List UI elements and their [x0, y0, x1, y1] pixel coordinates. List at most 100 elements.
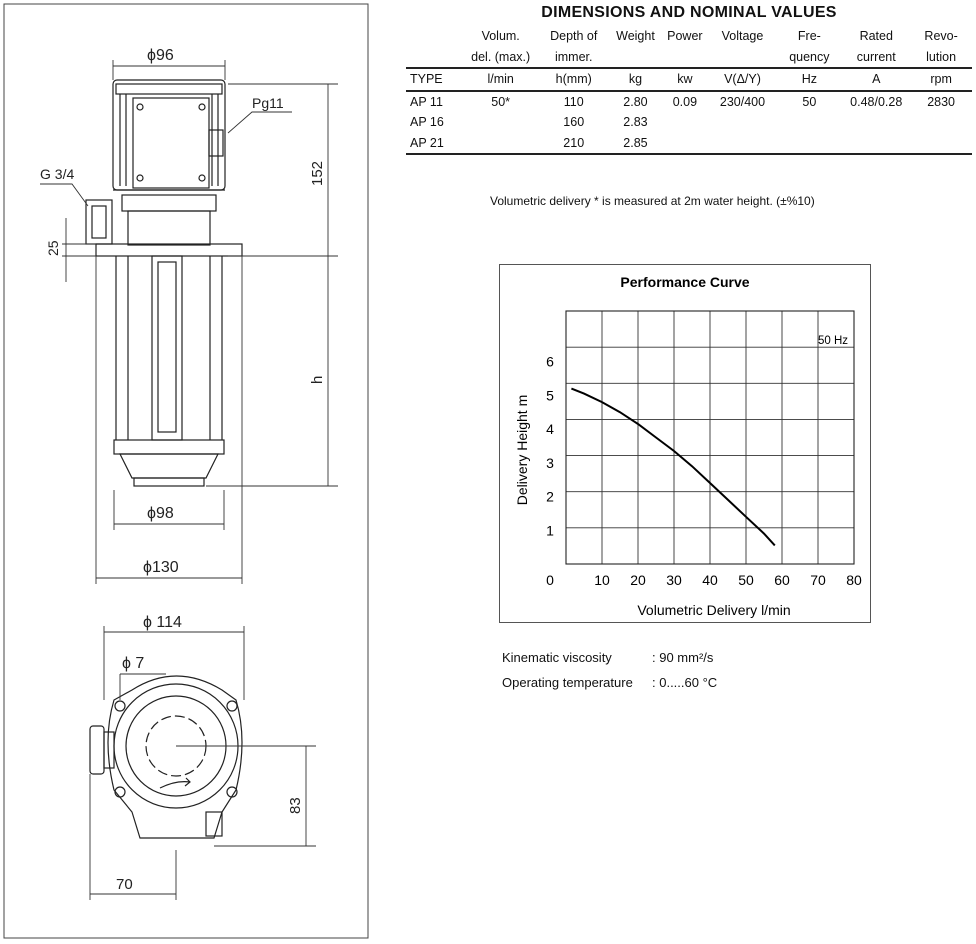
table-cell: kw — [661, 67, 709, 92]
property-value: : 90 mm²/s — [652, 650, 714, 665]
table-cell: del. (max.) — [471, 49, 531, 64]
table-cell: kg — [609, 67, 662, 92]
table-cell — [842, 112, 910, 133]
table-cell: Hz — [776, 67, 843, 92]
table-cell: V(Δ/Y) — [708, 67, 777, 92]
table-cell: current — [856, 49, 896, 64]
table-cell: 2830 — [927, 94, 955, 109]
chart-series-line — [571, 387, 776, 547]
chart-y-tick-label: 3 — [546, 455, 554, 471]
table-cell — [910, 132, 972, 155]
chart-y-tick-label: 2 — [546, 489, 554, 505]
table-cell: 210 — [537, 132, 610, 155]
pump-side-view — [85, 79, 243, 487]
table-cell: 50 — [802, 94, 817, 109]
table-cell — [776, 132, 843, 155]
table-cell — [709, 112, 777, 133]
label-83: 83 — [287, 797, 304, 814]
drawing-labels: ϕ96 Pg11 G 3/4 152 25 h ϕ98 ϕ130 ϕ 114 ϕ… — [40, 47, 326, 893]
table-cell — [708, 132, 777, 155]
chart-x-tick-label: 50 — [738, 572, 754, 588]
table-cell: TYPE — [406, 67, 464, 92]
table-cell: 0.48/0.28 — [850, 94, 903, 109]
chart-x-tick-label: 10 — [594, 572, 610, 588]
table-cell — [406, 47, 464, 69]
table-cell — [610, 47, 661, 69]
label-70: 70 — [116, 876, 133, 893]
chart-x-tick-label: 80 — [846, 572, 862, 588]
chart-annotation: 50 Hz — [818, 335, 848, 347]
chart-y-tick-label: 1 — [546, 522, 554, 538]
chart-x-tick-label: 60 — [774, 572, 790, 588]
property-label: Kinematic viscosity — [502, 650, 612, 665]
table-cell: AP 11 — [410, 94, 443, 109]
chart-x-tick-label: 0 — [546, 572, 554, 588]
table-cell — [661, 132, 709, 155]
table-cell: AP 21 — [406, 132, 464, 155]
table-header-row: del. (max.) immer. quency current lution — [406, 47, 972, 69]
label-d98: ϕ98 — [147, 505, 174, 522]
property-viscosity: Kinematic viscosity : 90 mm²/s — [502, 650, 713, 665]
chart-x-tick-label: 40 — [702, 572, 718, 588]
technical-drawing: ϕ96 Pg11 G 3/4 152 25 h ϕ98 ϕ130 ϕ 114 ϕ… — [3, 3, 369, 939]
table-cell — [776, 112, 842, 133]
table-cell: 2.85 — [609, 132, 662, 155]
table-cell — [661, 47, 708, 69]
table-cell — [842, 132, 911, 155]
table-cell: Fre- — [797, 29, 821, 44]
label-g34: G 3/4 — [40, 166, 74, 182]
label-152: 152 — [309, 161, 326, 186]
table-cell: 160 — [563, 115, 585, 130]
chart-y-tick-label: 6 — [546, 354, 554, 370]
table-cell: Revo- — [924, 29, 958, 44]
chart-x-tick-label: 30 — [666, 572, 682, 588]
table-cell: h(mm) — [537, 67, 610, 92]
table-cell — [910, 112, 972, 133]
table-cell: Voltage — [721, 29, 764, 44]
table-cell: Power — [667, 29, 703, 44]
table-cell: Volum. — [481, 29, 520, 44]
delivery-note: Volumetric delivery * is measured at 2m … — [490, 194, 815, 208]
label-d130: ϕ130 — [143, 559, 179, 576]
table-cell: Weight — [616, 29, 655, 44]
table-cell: quency — [789, 49, 830, 64]
table-cell: 2.80 — [623, 94, 648, 109]
chart-y-tick-label: 4 — [546, 421, 554, 437]
label-d96: ϕ96 — [147, 47, 174, 64]
specs-title: DIMENSIONS AND NOMINAL VALUES — [541, 4, 837, 21]
table-cell: immer. — [554, 49, 593, 64]
property-value: : 0.....60 °C — [652, 675, 718, 690]
table-cell: Depth of — [550, 29, 598, 44]
table-cell — [464, 112, 538, 133]
table-cell: l/min — [463, 67, 538, 92]
chart-y-tick-label: 5 — [546, 387, 554, 403]
spec-table: Volum. Depth of Weight Power Voltage Fre- Rate… — [406, 26, 972, 155]
pump-top-view — [89, 675, 243, 839]
dimension-lines-top — [89, 626, 316, 900]
table-cell: Rated — [859, 29, 893, 44]
table-cell: rpm — [910, 67, 972, 92]
property-label: Operating temperature — [502, 675, 633, 690]
label-pg11: Pg11 — [252, 95, 284, 111]
dimension-lines — [40, 60, 338, 584]
table-cell: 110 — [563, 94, 584, 109]
property-temperature: Operating temperature : 0.....60 °C — [502, 675, 717, 690]
chart-y-axis-label: Delivery Height m — [514, 395, 530, 505]
chart-x-tick-label: 20 — [630, 572, 646, 588]
table-header-row: Volum. Depth of Weight Power Voltage Fre- Rate… — [406, 26, 972, 47]
table-cell: lution — [926, 49, 957, 64]
table-cell: 230/400 — [719, 94, 766, 109]
chart-plot-area — [565, 310, 855, 565]
table-cell: 50* — [491, 94, 511, 109]
table-cell — [406, 26, 464, 47]
table-cell: 2.83 — [623, 115, 648, 130]
table-cell — [661, 112, 708, 133]
label-d7: ϕ 7 — [122, 655, 144, 672]
label-h: h — [309, 376, 326, 384]
